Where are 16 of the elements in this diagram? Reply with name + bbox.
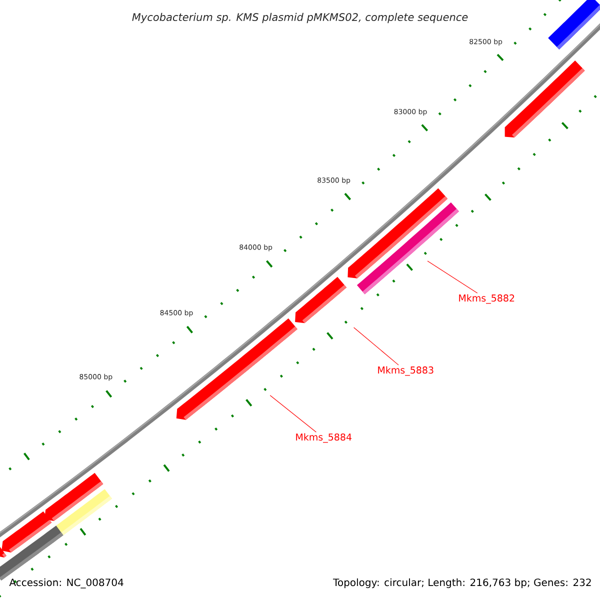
leader-line: [354, 327, 399, 366]
gene-bar: [0, 544, 6, 558]
gene-bar: [348, 188, 448, 278]
leader-line: [427, 260, 478, 294]
leader-line: [270, 395, 316, 432]
gene-bar: [295, 276, 347, 324]
gene-label: Mkms_5882: [459, 294, 514, 304]
gene-label: Mkms_5883: [378, 366, 434, 376]
feature-bar: [548, 0, 600, 50]
summary-text: Topology: circular; Length: 216,763 bp; Genes: 232: [333, 578, 591, 588]
gene-label: Mkms_5884: [296, 433, 352, 443]
gene-bar: [176, 318, 298, 420]
gene-bar: [504, 60, 585, 138]
feature-bar: [56, 489, 112, 536]
title: Mycobacterium sp. KMS plasmid pMKMS02, complete sequence: [132, 12, 468, 24]
accession-text: Accession: NC_008704: [9, 578, 124, 588]
